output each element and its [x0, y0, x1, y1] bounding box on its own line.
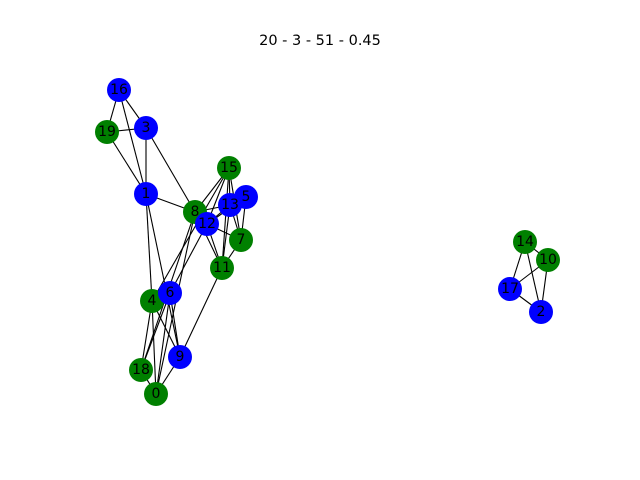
- node-2: 2: [529, 300, 553, 324]
- node-label-1: 1: [142, 186, 151, 202]
- node-label-0: 0: [152, 386, 161, 402]
- node-14: 14: [513, 230, 537, 254]
- node-label-3: 3: [142, 120, 151, 136]
- node-label-2: 2: [537, 304, 546, 320]
- node-19: 19: [95, 120, 119, 144]
- node-circle-7: [229, 228, 253, 252]
- edge-15-11: [221, 167, 230, 269]
- node-circle-9: [168, 345, 192, 369]
- node-label-9: 9: [176, 349, 185, 365]
- node-7: 7: [229, 228, 253, 252]
- edge-6-0: [155, 292, 171, 395]
- node-circle-17: [498, 277, 522, 301]
- node-circle-4: [140, 289, 164, 313]
- node-circle-19: [95, 120, 119, 144]
- node-label-11: 11: [213, 260, 231, 276]
- node-circle-14: [513, 230, 537, 254]
- node-6: 6: [158, 281, 182, 305]
- edge-1-9: [145, 193, 181, 358]
- node-circle-10: [536, 248, 560, 272]
- node-label-13: 13: [221, 197, 239, 213]
- node-circle-13: [218, 193, 242, 217]
- node-label-19: 19: [98, 124, 116, 140]
- node-label-17: 17: [501, 281, 519, 297]
- node-11: 11: [210, 256, 234, 280]
- node-label-15: 15: [220, 160, 238, 176]
- node-label-8: 8: [191, 204, 200, 220]
- edge-3-8: [145, 127, 196, 213]
- node-16: 16: [107, 78, 131, 102]
- node-18: 18: [129, 358, 153, 382]
- node-circle-16: [107, 78, 131, 102]
- edge-19-1: [106, 131, 147, 195]
- node-label-16: 16: [110, 82, 128, 98]
- node-4: 4: [140, 289, 164, 313]
- edge-16-1: [118, 89, 147, 195]
- node-label-12: 12: [198, 216, 216, 232]
- node-0: 0: [144, 382, 168, 406]
- node-label-7: 7: [237, 232, 246, 248]
- edge-1-4: [145, 193, 153, 302]
- node-13: 13: [218, 193, 242, 217]
- node-label-4: 4: [148, 293, 157, 309]
- node-circle-3: [134, 116, 158, 140]
- node-circle-12: [195, 212, 219, 236]
- node-3: 3: [134, 116, 158, 140]
- edge-6-18: [140, 292, 171, 371]
- node-circle-18: [129, 358, 153, 382]
- node-label-6: 6: [166, 285, 175, 301]
- node-circle-2: [529, 300, 553, 324]
- node-label-5: 5: [242, 189, 251, 205]
- node-circle-11: [210, 256, 234, 280]
- node-1: 1: [134, 182, 158, 206]
- node-circle-0: [144, 382, 168, 406]
- node-label-10: 10: [539, 252, 557, 268]
- edge-11-9: [179, 267, 223, 358]
- node-15: 15: [217, 156, 241, 180]
- node-label-18: 18: [132, 362, 150, 378]
- node-circle-6: [158, 281, 182, 305]
- graph-title: 20 - 3 - 51 - 0.45: [259, 33, 381, 49]
- node-circle-1: [134, 182, 158, 206]
- node-9: 9: [168, 345, 192, 369]
- node-label-14: 14: [516, 234, 534, 250]
- edge-15-4: [151, 167, 230, 302]
- node-10: 10: [536, 248, 560, 272]
- node-circle-15: [217, 156, 241, 180]
- node-17: 17: [498, 277, 522, 301]
- node-12: 12: [195, 212, 219, 236]
- edge-4-0: [151, 300, 157, 395]
- edge-12-6: [169, 223, 208, 294]
